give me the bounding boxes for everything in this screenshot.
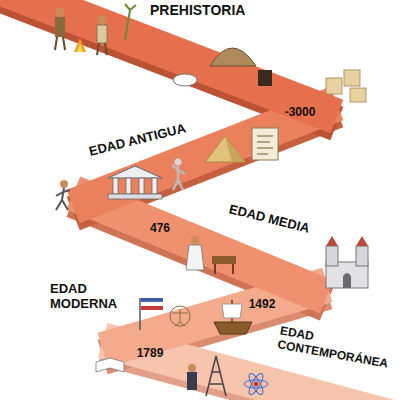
tower-roof [326, 236, 338, 246]
stone-block [326, 78, 342, 94]
year-marker: -3000 [285, 105, 316, 119]
flag-stripe [141, 302, 163, 306]
pot [258, 70, 272, 86]
era-band [20, 0, 320, 110]
era-band [90, 110, 320, 200]
stone-block [350, 88, 366, 102]
person-legs [97, 43, 107, 55]
flag-stripe [141, 298, 163, 302]
caravel-hull [214, 322, 252, 334]
year-text: 1492 [249, 297, 276, 311]
castle-gate [343, 273, 351, 288]
pyramid [205, 136, 245, 162]
oil-derrick [206, 356, 226, 396]
era-heading: EDAD MODERNA [50, 282, 130, 312]
flag-pole [139, 298, 141, 330]
temple-roof [108, 166, 162, 178]
pyramid-shade [225, 136, 245, 162]
hut [210, 48, 256, 66]
vitruvian-man [172, 309, 188, 326]
era-name: EDAD MEDIA [227, 202, 311, 236]
cow [173, 74, 197, 86]
era-band [90, 200, 310, 290]
statue-head [175, 159, 182, 166]
temple-column [152, 178, 157, 194]
atom-orbit [247, 372, 266, 397]
era-heading: EDAD ANTIGUA [88, 121, 188, 159]
person-head [55, 7, 65, 17]
desk-legs [215, 264, 233, 274]
era-name: EDAD MODERNA [50, 282, 130, 312]
era-name: EDAD CONTEMPORÁNEA [276, 324, 391, 371]
fire [74, 38, 86, 52]
castle-tower [356, 246, 368, 266]
era-heading: PREHISTORIA [150, 2, 245, 18]
year-marker: 1789 [137, 346, 164, 360]
year-marker: 476 [150, 221, 170, 235]
person-body [187, 372, 197, 390]
temple-base [108, 194, 162, 199]
atom-orbit [244, 380, 268, 388]
bands [20, 0, 400, 400]
tower-roof [356, 236, 368, 246]
hieroglyph-lines [257, 136, 273, 154]
person-legs [55, 37, 65, 50]
desk [212, 256, 236, 264]
open-book [96, 358, 124, 372]
year-marker: 1492 [249, 297, 276, 311]
statue [172, 165, 185, 190]
papyrus [252, 128, 278, 160]
person-head [97, 15, 107, 25]
castle-tower [326, 246, 338, 266]
atom-orbit [247, 372, 266, 397]
flag-stripe [141, 306, 163, 310]
fire [77, 44, 83, 52]
plant [125, 4, 136, 40]
runner-head [60, 180, 68, 188]
vitruvian-circle [170, 306, 190, 326]
era-heading: EDAD MEDIA [227, 202, 311, 236]
year-text: 476 [150, 221, 170, 235]
person-body [97, 25, 107, 43]
stone-block [344, 70, 360, 86]
era-name: PREHISTORIA [150, 2, 245, 18]
monk-robe [186, 245, 204, 270]
year-text: -3000 [285, 105, 316, 119]
temple-column [139, 178, 144, 194]
era-name: EDAD ANTIGUA [88, 121, 188, 159]
year-text: 1789 [137, 346, 164, 360]
person-body [55, 17, 65, 37]
monk-head [191, 236, 199, 244]
runner [56, 188, 70, 210]
era-heading: EDAD CONTEMPORÁNEA [276, 324, 391, 371]
temple-column [126, 178, 131, 194]
temple-column [113, 178, 118, 194]
person-head [188, 364, 196, 372]
atom-nucleus [254, 382, 259, 387]
caravel-sail [222, 304, 242, 318]
